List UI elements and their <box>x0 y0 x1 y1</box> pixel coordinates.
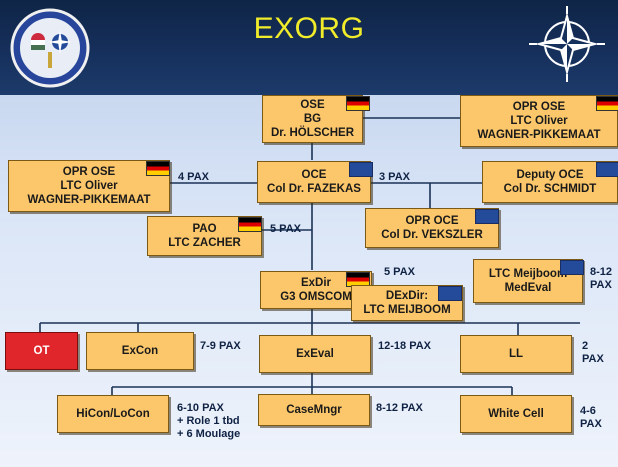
ll-pax: 2 PAX <box>582 340 604 366</box>
exeval-pax: 12-18 PAX <box>378 340 431 352</box>
german-flag-icon <box>146 161 170 176</box>
white-cell-pax: 4-6 PAX <box>580 405 602 431</box>
dexdir-title: DExDir: <box>385 290 429 302</box>
hicon-pax-range: 6-10 PAX <box>177 402 224 414</box>
deputy-oce-title: Deputy OCE <box>516 169 584 181</box>
white-cell-box: White Cell <box>460 395 572 433</box>
exdir-name: G3 OMSCOM <box>280 291 352 303</box>
opr-ose-right-title: OPR OSE <box>512 101 566 113</box>
oce-name: Col Dr. FAZEKAS <box>267 183 361 195</box>
white-cell-pax-unit: PAX <box>580 418 602 430</box>
hicon-locon-pax: 6-10 PAX + Role 1 tbd + 6 Moulage <box>177 402 240 441</box>
nato-flag-icon <box>438 286 462 301</box>
german-flag-icon <box>596 96 618 111</box>
pao-pax: 5 PAX <box>270 223 301 235</box>
opr-ose-right-rank: LTC Oliver <box>510 115 568 127</box>
nato-flag-icon <box>349 162 373 177</box>
medeval-title: MedEval <box>504 282 552 294</box>
casemngr-pax: 8-12 PAX <box>376 402 423 414</box>
white-cell-pax-range: 4-6 <box>580 405 596 417</box>
ll-pax-unit: PAX <box>582 353 604 365</box>
hicon-locon-box: HiCon/LoCon <box>57 395 169 433</box>
ot-label: OT <box>33 345 50 357</box>
medeval-pax-unit: PAX <box>590 279 612 291</box>
nato-flag-icon <box>475 209 499 224</box>
ot-box: OT <box>5 332 78 370</box>
slide-header: EXORG <box>0 0 618 95</box>
opr-ose-right-box: OPR OSE LTC Oliver WAGNER-PIKKEMAAT <box>460 95 618 147</box>
ose-rank: BG <box>303 113 322 125</box>
pao-name: LTC ZACHER <box>168 237 241 249</box>
opr-ose-left-rank: LTC Oliver <box>60 180 118 192</box>
opr-oce-name: Col Dr. VEKSZLER <box>381 229 483 241</box>
dexdir-name: LTC MEIJBOOM <box>363 304 451 316</box>
opr-ose-left-pax: 4 PAX <box>178 171 209 183</box>
opr-oce-title: OPR OCE <box>405 215 459 227</box>
exdir-pax: 5 PAX <box>384 266 415 278</box>
nato-flag-icon <box>596 162 618 177</box>
casemngr-box: CaseMngr <box>258 394 370 426</box>
opr-ose-left-title: OPR OSE <box>62 166 116 178</box>
ll-box: LL <box>460 335 572 373</box>
slide-title: EXORG <box>253 12 365 45</box>
oce-pax: 3 PAX <box>379 171 410 183</box>
exeval-label: ExEval <box>296 348 334 360</box>
ose-name: Dr. HÖLSCHER <box>270 127 355 139</box>
opr-ose-left-name: WAGNER-PIKKEMAAT <box>27 194 151 206</box>
pao-title: PAO <box>192 223 217 235</box>
excon-label: ExCon <box>121 345 159 357</box>
deputy-oce-name: Col Dr. SCHMIDT <box>503 183 597 195</box>
hicon-pax-role: + Role 1 tbd <box>177 415 240 427</box>
medeval-pax-range: 8-12 <box>590 266 613 278</box>
hicon-locon-label: HiCon/LoCon <box>76 408 150 420</box>
deputy-oce-box: Deputy OCE Col Dr. SCHMIDT <box>482 161 618 203</box>
medeval-pax: 8-12 PAX <box>590 266 612 292</box>
casemngr-label: CaseMngr <box>286 404 342 416</box>
ose-title: OSE <box>300 99 325 111</box>
nato-compass-icon <box>529 6 605 82</box>
exeval-box: ExEval <box>259 335 371 373</box>
pao-box: PAO LTC ZACHER <box>147 216 262 256</box>
opr-ose-left-box: OPR OSE LTC Oliver WAGNER-PIKKEMAAT <box>8 160 170 212</box>
excon-box: ExCon <box>86 332 194 370</box>
medeval-name: LTC Meijboom <box>488 268 568 280</box>
german-flag-icon <box>346 96 370 111</box>
coe-medical-logo <box>10 8 90 88</box>
ll-label: LL <box>508 348 524 360</box>
oce-title: OCE <box>301 169 327 181</box>
exdir-title: ExDir <box>300 277 332 289</box>
ll-pax-count: 2 <box>582 340 589 352</box>
white-cell-label: White Cell <box>488 408 544 420</box>
header-graphics <box>10 6 605 88</box>
hicon-pax-moulage: + 6 Moulage <box>177 428 241 440</box>
nato-flag-icon <box>560 260 584 275</box>
german-flag-icon <box>238 217 262 232</box>
opr-ose-right-name: WAGNER-PIKKEMAAT <box>477 129 601 141</box>
excon-pax: 7-9 PAX <box>200 340 241 352</box>
